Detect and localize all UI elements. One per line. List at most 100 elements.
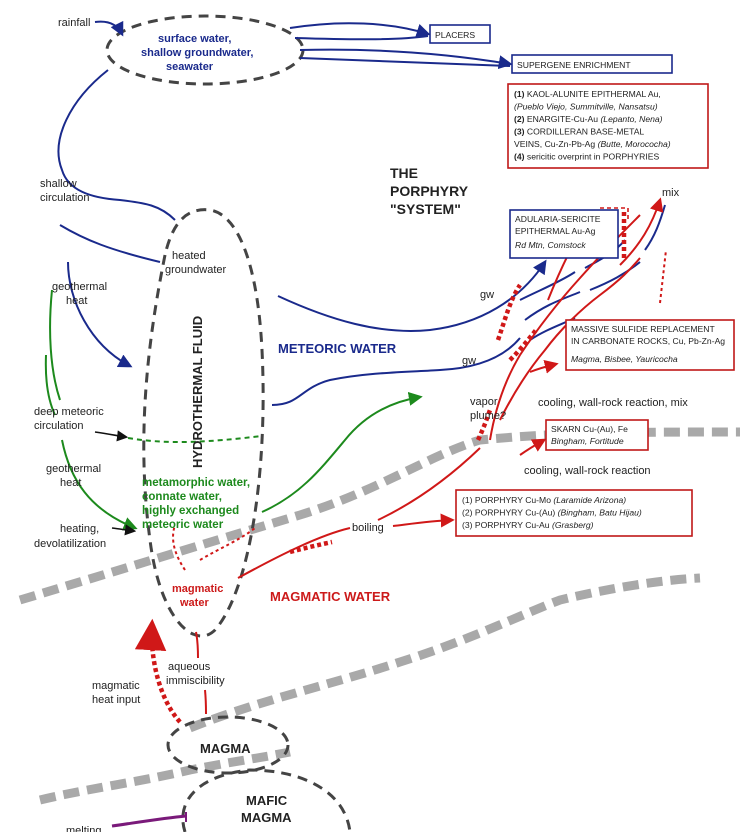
metamorphic-line2: connate water,: [142, 491, 222, 503]
adularia-line1: ADULARIA-SERICITE: [515, 214, 601, 224]
geothermal-heat-blue-arrow: [67, 261, 133, 368]
meteoric-rise-6: [644, 204, 666, 251]
vapor-plume-path: [377, 447, 481, 521]
porphyry-box: [455, 489, 693, 537]
aqueous-line: [195, 631, 199, 659]
green-dashed-boundary: [127, 435, 263, 444]
to-placers-arrow-2: [294, 35, 429, 41]
box-line-span: sericitic overprint in PORPHYRIES: [527, 152, 660, 162]
to-placers-arrow: [289, 22, 431, 38]
massive-sulfide-box: [565, 319, 735, 371]
deep-meteoric-line1: deep meteoric: [34, 406, 104, 418]
red-dotted-fine-1: [172, 524, 186, 571]
meteoric-rise-3: [524, 291, 581, 321]
meteoric-rise-4: [589, 261, 641, 291]
surface-water-line3: seawater: [166, 61, 214, 73]
box-line-span: (Laramide Arizona): [553, 495, 626, 505]
vapor-dotted-1: [495, 283, 522, 341]
magma-label: MAGMA: [200, 741, 251, 756]
box-line-span: (Grasberg): [552, 520, 594, 530]
box-line-span: (Lepanto, Nena): [600, 114, 662, 124]
geothermal-heat-1-line1: geothermal: [52, 281, 107, 293]
massive-sulfide-line2: IN CARBONATE ROCKS, Cu, Pb-Zn-Ag: [571, 336, 725, 346]
gray-band-middle: [188, 573, 701, 733]
geothermal-heat-2-line2: heat: [60, 477, 81, 489]
red-mix-arrow: [619, 197, 664, 266]
mafic-melting-line: [111, 814, 187, 828]
magmatic-heat-input-line1: magmatic: [92, 680, 140, 692]
red-to-skarn-arrow: [519, 438, 547, 456]
porphyry-text: (1) PORPHYRY Cu-Mo (Laramide Arizona)(2)…: [462, 495, 642, 530]
skarn-line1: SKARN Cu-(Au), Fe: [551, 424, 628, 434]
shallow-circulation-line2: circulation: [40, 192, 90, 204]
box-line-span: (2) PORPHYRY Cu-(Au): [462, 508, 558, 518]
magmatic-to-boiling: [237, 527, 351, 579]
box-line-span: (3) PORPHYRY Cu-Au: [462, 520, 552, 530]
metamorphic-line4: meteoric water: [142, 519, 224, 531]
epithermal-box: [507, 83, 709, 169]
box-line-span: (Butte, Morococha): [598, 139, 671, 149]
meteoric-lower-outflow: [271, 337, 521, 406]
skarn-line2: Bingham, Fortitude: [551, 436, 624, 446]
green-metamorphic-outflow: [261, 391, 423, 513]
green-deep-1: [49, 289, 61, 401]
red-dotted-thick-paths: [134, 212, 627, 724]
red-dotted-fine-3: [659, 249, 667, 304]
heating-line2: devolatilization: [34, 538, 106, 550]
rainfall-label: rainfall: [58, 17, 90, 29]
box-line-span: (2): [514, 114, 527, 124]
surface-water-line1: surface water,: [158, 33, 231, 45]
magmatic-water-label: MAGMATIC WATER: [270, 589, 391, 604]
meteoric-water-label: METEORIC WATER: [278, 341, 397, 356]
metamorphic-line1: metamorphic water,: [142, 477, 250, 489]
deep-meteoric-line2: circulation: [34, 420, 84, 432]
title-line2: PORPHYRY: [390, 183, 469, 199]
magmatic-water-inner-1: magmatic: [172, 583, 223, 595]
vapor-plume-line1: vapor: [470, 396, 498, 408]
green-deep-2: [44, 354, 56, 416]
heated-groundwater-path: [59, 224, 161, 263]
massive-sulfide-line1: MASSIVE SULFIDE REPLACEMENT: [571, 324, 715, 334]
mafic-magma-outline: [181, 768, 352, 832]
boiling-label: boiling: [352, 522, 384, 534]
gray-dashed-bands: [18, 427, 741, 805]
deposit-boxes: PLACERS SUPERGENE ENRICHMENT (1) KAOL-AL…: [429, 24, 735, 537]
box-line-span: (4): [514, 152, 527, 162]
box-line-span: VEINS, Cu-Zn-Pb-Ag: [514, 139, 598, 149]
mix-label: mix: [662, 187, 680, 199]
red-rise-second: [499, 257, 641, 421]
title-line3: "SYSTEM": [390, 201, 461, 217]
box-line-span: ENARGITE-Cu-Au: [527, 114, 601, 124]
green-geothermal-arrow: [61, 439, 138, 531]
hydrothermal-fluid-label: HYDROTHERMAL FLUID: [190, 316, 205, 468]
dashed-reservoirs: [105, 14, 352, 832]
rainfall-arrow: [94, 20, 124, 37]
gw-upper-label: gw: [480, 289, 494, 301]
metamorphic-flow-paths: [44, 289, 423, 531]
red-to-massive-sulfide-arrow: [529, 359, 559, 374]
box-line-span: (1): [514, 89, 527, 99]
geothermal-heat-2-line1: geothermal: [46, 463, 101, 475]
meteoric-rise-1: [519, 271, 576, 301]
heated-groundwater-line1: heated: [172, 250, 206, 262]
skarn-box: [545, 419, 649, 451]
heating-arrow: [111, 524, 137, 536]
boiling-dotted: [289, 539, 333, 555]
metamorphic-line3: highly exchanged: [142, 505, 239, 517]
adularia-line2: EPITHERMAL Au-Ag: [515, 226, 596, 236]
adularia-dash-frame: [600, 207, 629, 220]
to-supergene-arrow-2: [299, 57, 511, 67]
to-supergene-arrow: [299, 48, 513, 70]
magmatic-heat-input-dotted: [134, 618, 182, 724]
deep-meteoric-arrow: [94, 430, 129, 442]
box-line-span: (Bingham, Batu Hijau): [558, 508, 642, 518]
aqueous-line-2: [204, 689, 207, 715]
epithermal-text: (1) KAOL-ALUNITE EPITHERMAL Au,(Pueblo V…: [514, 89, 671, 162]
aqueous-line2: immiscibility: [166, 675, 225, 687]
vapor-plume-line2: plume?: [470, 410, 506, 422]
shallow-circulation-line1: shallow: [40, 178, 77, 190]
gw-lower-label: gw: [462, 355, 476, 367]
mafic-magma-line2: MAGMA: [241, 810, 292, 825]
magmatic-water-inner-2: water: [179, 597, 209, 609]
